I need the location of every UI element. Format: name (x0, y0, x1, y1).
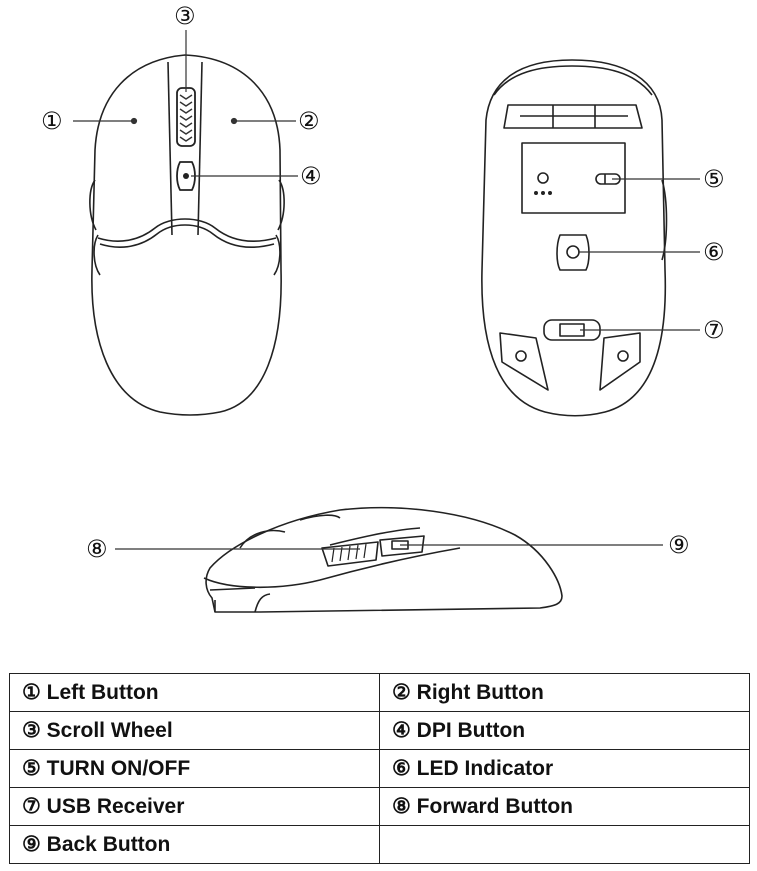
legend-row: ⑦ USB Receiver ⑧ Forward Button (9, 787, 750, 826)
callout-scroll-wheel: ③ (174, 2, 196, 30)
legend-cell-empty (379, 825, 750, 864)
legend-cell: ③ Scroll Wheel (9, 711, 380, 750)
legend-row: ⑤ TURN ON/OFF ⑥ LED Indicator (9, 749, 750, 788)
legend-table: ① Left Button ② Right Button ③ Scroll Wh… (9, 673, 750, 864)
callout-right-button: ② (298, 107, 320, 135)
legend-cell: ⑨ Back Button (9, 825, 380, 864)
callout-dpi-button: ④ (300, 162, 322, 190)
legend-cell: ① Left Button (9, 673, 380, 712)
legend-cell: ⑤ TURN ON/OFF (9, 749, 380, 788)
callout-forward-button: ⑧ (86, 535, 108, 563)
top-body-outline (91, 54, 282, 416)
legend-cell: ④ DPI Button (379, 711, 750, 750)
legend-cell: ⑦ USB Receiver (9, 787, 380, 826)
callout-power-switch: ⑤ (703, 165, 725, 193)
side-body-outline (205, 506, 563, 613)
right-glide-pad (599, 332, 641, 391)
legend-row: ③ Scroll Wheel ④ DPI Button (9, 711, 750, 750)
left-glide-pad (499, 332, 549, 391)
legend-row: ⑨ Back Button (9, 825, 750, 864)
label-panel (521, 142, 626, 214)
callout-usb-receiver: ⑦ (703, 316, 725, 344)
legend-cell: ⑧ Forward Button (379, 787, 750, 826)
back-side-button (379, 535, 425, 557)
led-sensor (556, 234, 590, 271)
forward-side-button (321, 541, 379, 567)
legend-row: ① Left Button ② Right Button (9, 673, 750, 712)
scroll-wheel (176, 87, 196, 147)
bottom-body-outline (481, 59, 667, 417)
callout-back-button: ⑨ (668, 531, 690, 559)
callout-led-indicator: ⑥ (703, 238, 725, 266)
legend-cell: ② Right Button (379, 673, 750, 712)
legend-cell: ⑥ LED Indicator (379, 749, 750, 788)
top-glide-pad (503, 104, 643, 129)
button-edge (97, 218, 277, 242)
callout-left-button: ① (41, 107, 63, 135)
